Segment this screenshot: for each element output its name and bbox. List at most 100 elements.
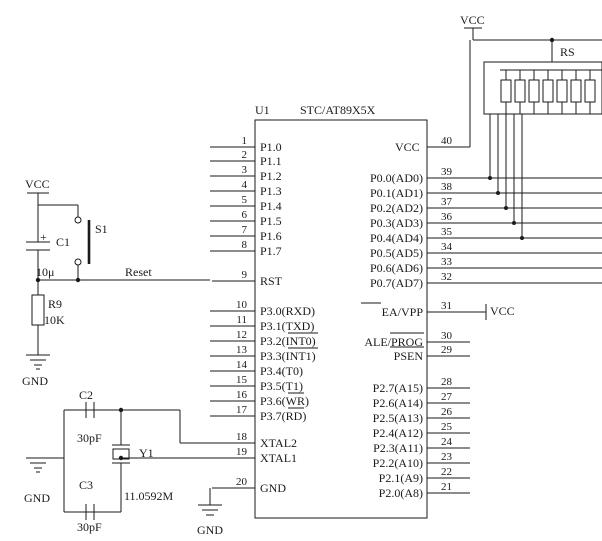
right-pin-number: 30 (441, 330, 453, 342)
left-pin-label: P1.6 (260, 229, 282, 243)
left-pin-label: RST (260, 274, 283, 288)
r9-body (31, 294, 45, 326)
left-pin-number: 2 (242, 149, 248, 161)
right-pin-label: P0.7(AD7) (370, 276, 423, 290)
left-pin-label: P1.2 (260, 169, 282, 183)
reset-net-label: Reset (125, 265, 152, 279)
right-pin-label: ALE/PROG (364, 335, 423, 349)
c1-label: C1 (56, 235, 70, 249)
right-pin-number: 28 (441, 376, 453, 388)
c3-value: 30pF (77, 520, 102, 534)
left-pin-number: 18 (236, 431, 248, 443)
right-pin-label: P2.3(A11) (373, 441, 423, 455)
left-pin-number: 3 (242, 164, 248, 176)
resistor-pack-resistor (514, 79, 526, 103)
resistor-pack-outline (483, 61, 602, 115)
left-pin-label: P1.1 (260, 154, 282, 168)
gnd-chip-label: GND (197, 523, 223, 537)
left-pin-label: P1.3 (260, 184, 282, 198)
resistor-pack-resistor (556, 79, 568, 103)
resistor-pack-elements (488, 70, 596, 240)
r9-value: 10K (44, 313, 65, 327)
right-pin-label: P0.3(AD3) (370, 216, 423, 230)
resistor-pack-resistor (584, 79, 596, 103)
r9-label: R9 (48, 297, 62, 311)
right-pin-number: 21 (441, 481, 452, 493)
right-pin-label: P0.2(AD2) (370, 201, 423, 215)
mcu-part: STC/AT89X5X (300, 103, 376, 117)
left-pin-number: 12 (236, 329, 247, 341)
left-pin-label: P3.1(TXD) (260, 319, 314, 333)
junction-xtal1 (118, 455, 124, 461)
resistor-pack-label: RS (560, 45, 575, 59)
left-pin-label: P1.4 (260, 199, 282, 213)
right-pin-label: P2.2(A10) (373, 456, 423, 470)
left-pin-label: XTAL2 (260, 436, 297, 450)
left-pin-label: P3.5(T1) (260, 379, 303, 393)
right-pin-number: 23 (441, 451, 453, 463)
left-pin-number: 9 (242, 269, 248, 281)
left-pin-group: 1 P1.0 2 P1.1 3 P1.2 4 P1.3 5 P1.4 6 P1.5 7 P1.6 8 P1.7… (210, 135, 316, 495)
left-pin-number: 20 (236, 476, 248, 488)
junction-p0 (520, 236, 524, 240)
y1-label: Y1 (139, 446, 154, 460)
right-pin-label: P0.1(AD1) (370, 186, 423, 200)
left-pin-number: 16 (236, 389, 248, 401)
left-pin-number: 6 (242, 209, 248, 221)
resistor-pack-resistor (570, 79, 582, 103)
left-pin-number: 15 (236, 374, 248, 386)
right-pin-label: P0.5(AD5) (370, 246, 423, 260)
left-pin-number: 13 (236, 344, 248, 356)
left-pin-number: 19 (236, 446, 248, 458)
right-pin-number: 35 (441, 226, 453, 238)
left-pin-number: 10 (236, 299, 248, 311)
left-pin-label: P3.0(RXD) (260, 304, 315, 318)
left-pin-label: P3.6(WR) (260, 394, 309, 408)
left-pin-number: 4 (242, 179, 248, 191)
gnd-crystal-label: GND (24, 491, 50, 505)
left-pin-label: XTAL1 (260, 451, 297, 465)
c2-value: 30pF (77, 431, 102, 445)
resistor-pack-resistor (528, 79, 540, 103)
gnd-reset-label: GND (22, 374, 48, 388)
right-pin-number: 39 (441, 166, 453, 178)
vcc-pin-label: VCC (395, 140, 420, 154)
resistor-pack-resistor (500, 79, 512, 103)
s1-contact-top (74, 216, 82, 224)
right-pin-number: 36 (441, 211, 453, 223)
right-pin-label: P2.0(A8) (379, 486, 423, 500)
left-pin-number: 14 (236, 359, 248, 371)
right-pin-number: 34 (441, 241, 453, 253)
left-pin-label: P3.4(T0) (260, 364, 303, 378)
junction-p0 (512, 221, 516, 225)
right-pin-number: 22 (441, 466, 452, 478)
right-pin-label: EA/VPP (382, 305, 424, 319)
right-pin-label: P0.4(AD4) (370, 231, 423, 245)
right-pin-label: P2.4(A12) (373, 426, 423, 440)
right-pin-number: 32 (441, 271, 452, 283)
c2-label: C2 (79, 388, 93, 402)
c3-label: C3 (79, 478, 93, 492)
left-pin-number: 8 (242, 239, 248, 251)
junction-p0 (496, 191, 500, 195)
right-pin-number: 31 (441, 300, 452, 312)
left-pin-label: P1.0 (260, 140, 282, 154)
left-pin-label: GND (260, 481, 286, 495)
left-pin-label: P1.5 (260, 214, 282, 228)
left-pin-label: P1.7 (260, 244, 282, 258)
right-pin-label: P0.6(AD6) (370, 261, 423, 275)
left-pin-number: 5 (242, 194, 248, 206)
right-pin-label: P2.6(A14) (373, 396, 423, 410)
right-pin-number: 33 (441, 256, 453, 268)
right-pin-number: 25 (441, 421, 453, 433)
left-pin-number: 1 (242, 135, 248, 147)
y1-value: 11.0592M (124, 489, 174, 503)
right-pin-number: 29 (441, 344, 453, 356)
right-pin-number: 26 (441, 406, 453, 418)
left-pin-number: 7 (242, 224, 248, 236)
vcc-pin-number: 40 (441, 135, 453, 147)
left-pin-number: 17 (236, 404, 248, 416)
right-pin-label: PSEN (394, 349, 424, 363)
right-pin-label: P2.5(A13) (373, 411, 423, 425)
c1-plus-sign: + (40, 230, 47, 244)
